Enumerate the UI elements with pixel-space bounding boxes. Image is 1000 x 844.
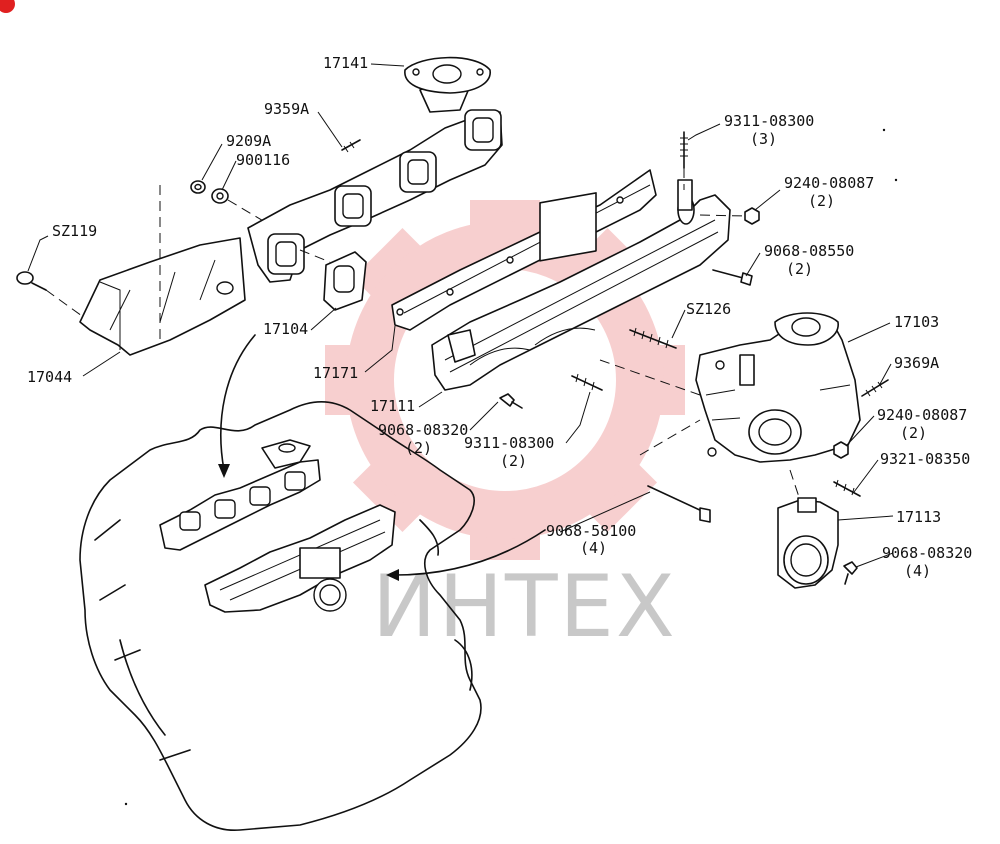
intake-manifold-17111 (431, 179, 731, 391)
exhaust-flange-17141 (404, 56, 491, 94)
stud-9321-08350 (833, 479, 861, 497)
arrow-curve-right (394, 529, 546, 576)
callout-17113: 17113 (896, 508, 941, 526)
arrow-head-right (386, 569, 399, 581)
callout-9068-08320-right: 9068-08320 (882, 544, 972, 562)
intake-elbow-17113 (777, 497, 839, 589)
callout-9321-08350: 9321-08350 (880, 450, 970, 468)
bolt-sz119 (16, 271, 83, 317)
callout-SZ119: SZ119 (52, 222, 97, 240)
callout-9240-08087-upper-qty: (2) (808, 192, 835, 210)
arrow-curve-left (220, 334, 256, 471)
nut-9240-08087-upper (699, 207, 760, 225)
callout-9068-58100: 9068-58100 (546, 522, 636, 540)
speck (894, 178, 898, 182)
callout-9068-58100-qty: (4) (580, 539, 607, 557)
engine-block-outline (79, 400, 482, 831)
nut-9240-08087-lower (833, 441, 849, 459)
callout-17171: 17171 (313, 364, 358, 382)
bolt-9068-58100 (647, 485, 711, 523)
callout-9068-08550-qty: (2) (786, 260, 813, 278)
bolt-9068-08320-left (499, 393, 523, 409)
watermark-gear (325, 200, 685, 560)
gasket-17104 (323, 251, 367, 311)
callout-17104: 17104 (263, 320, 308, 338)
assembled-exhaust-manifold (159, 439, 321, 551)
arrow-head-left (218, 464, 230, 478)
assembled-intake-manifold (204, 504, 396, 613)
nut-9209a (190, 180, 206, 194)
callout-17111: 17111 (370, 397, 415, 415)
callout-9311-08300-2-qty: (2) (500, 452, 527, 470)
callout-9209A: 9209A (226, 132, 271, 150)
callout-17103: 17103 (894, 313, 939, 331)
callout-900116: 900116 (236, 151, 290, 169)
callout-17141: 17141 (323, 54, 368, 72)
callout-9311-08300-3-qty: (3) (750, 130, 777, 148)
callout-9369A: 9369A (894, 354, 939, 372)
callout-17044: 17044 (27, 368, 72, 386)
callout-9068-08320-left: 9068-08320 (378, 421, 468, 439)
bolt-9068-08550 (712, 269, 753, 286)
corner-badge (0, 0, 15, 13)
callout-9240-08087-lower: 9240-08087 (877, 406, 967, 424)
centerline-insulator (159, 185, 266, 345)
centerline-housing (599, 359, 801, 501)
callout-9068-08550: 9068-08550 (764, 242, 854, 260)
callout-SZ126: SZ126 (686, 300, 731, 318)
exhaust-manifold-part (247, 79, 503, 283)
watermark-text: ИНТЕХ (372, 557, 677, 657)
stud-9311-08300-3 (680, 131, 688, 190)
callout-9068-08320-left-qty: (2) (405, 439, 432, 457)
callout-9311-08300-3: 9311-08300 (724, 112, 814, 130)
stud-sz126 (629, 327, 677, 349)
intake-housing-17103 (695, 312, 861, 463)
callout-9359A: 9359A (264, 100, 309, 118)
leader-lines (27, 63, 894, 568)
callout-9311-08300-2: 9311-08300 (464, 434, 554, 452)
callout-9240-08087-lower-qty: (2) (900, 424, 927, 442)
speck (882, 128, 886, 132)
callout-9068-08320-right-qty: (4) (904, 562, 931, 580)
centerline-gasket (299, 249, 331, 263)
washer-900116 (211, 188, 229, 204)
stud-9311-08300-2 (571, 373, 603, 391)
bolt-9068-08320-right (843, 561, 858, 585)
stud-9359a (341, 139, 361, 153)
speck (124, 802, 128, 806)
callout-9240-08087-upper: 9240-08087 (784, 174, 874, 192)
stud-9369a (861, 379, 889, 397)
heat-insulator-17044 (79, 237, 246, 356)
